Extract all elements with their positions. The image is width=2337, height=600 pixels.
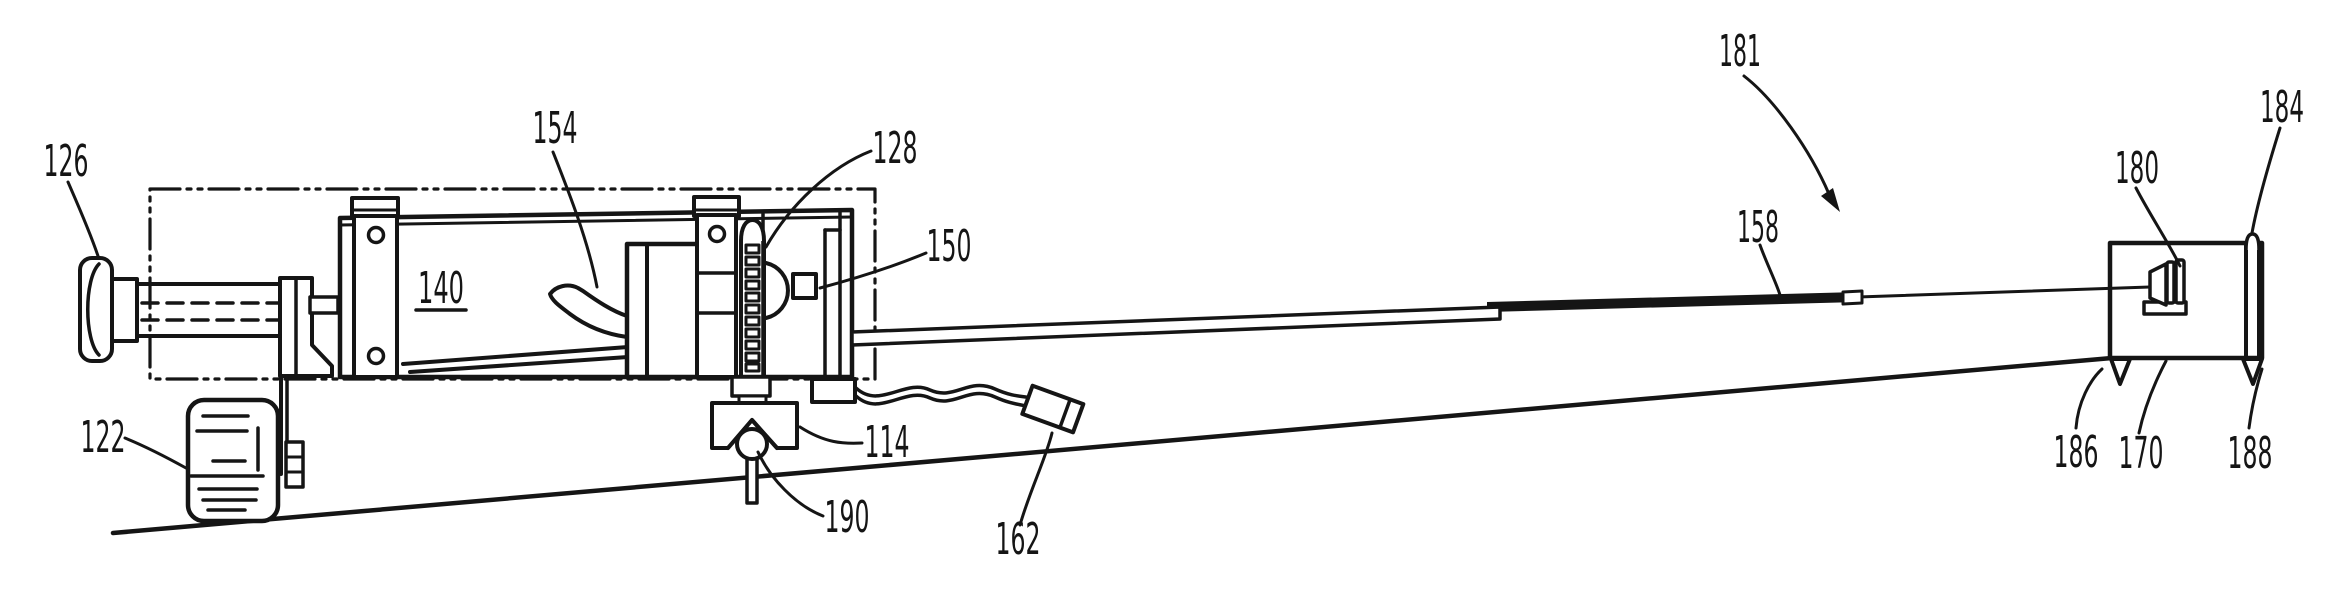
- leader-122: [123, 436, 188, 470]
- ref-label-181: 181: [1719, 26, 1761, 77]
- leader-126: [66, 180, 100, 258]
- ref-label-126: 126: [44, 136, 89, 187]
- clamp-stem-upper: [730, 375, 772, 398]
- ref-label-122: 122: [81, 412, 126, 463]
- ref-label-186: 186: [2054, 427, 2099, 478]
- knob-collar: [110, 277, 139, 343]
- screw-thread-segments: [744, 243, 761, 373]
- end-bar-tip: [2244, 232, 2261, 252]
- extension-rod-158: [850, 285, 2152, 347]
- barb-186: [2109, 357, 2132, 386]
- leader-180: [2134, 186, 2182, 268]
- ref-label-154: 154: [533, 103, 578, 154]
- rod-end-cap: [1841, 289, 1864, 306]
- leader-arrow-181: [1742, 74, 1831, 196]
- cable-connector: [1020, 383, 1086, 435]
- rod-thin-section: [1856, 285, 2152, 299]
- ref-label-158: 158: [1737, 202, 1779, 253]
- leader-162: [1018, 431, 1054, 527]
- ref-label-114: 114: [865, 417, 910, 468]
- adjustment-knob-assembly-126: [78, 256, 340, 378]
- rod-solid-section: [1487, 292, 1858, 312]
- rod-outer-tube: [850, 305, 1502, 347]
- lead-screw-128: [739, 218, 766, 379]
- leader-128: [764, 149, 873, 249]
- motor-mount-column: [279, 374, 305, 489]
- motor-122: [185, 397, 281, 524]
- screw-dome-top: [739, 218, 766, 243]
- inner-bracket-bar: [2174, 258, 2186, 305]
- leader-184: [2250, 126, 2282, 235]
- ref-label-184: 184: [2260, 82, 2304, 133]
- rod-tip-fitting-180: [2148, 262, 2168, 307]
- leader-170: [2137, 359, 2168, 435]
- cable-wire: [854, 383, 1035, 400]
- clamp-assembly-114: [710, 375, 799, 505]
- bracket-hole-bottom: [366, 346, 386, 366]
- ref-label-162: 162: [996, 514, 1041, 565]
- ref-label-150: 150: [927, 221, 972, 272]
- arrowhead-181: [1821, 188, 1840, 212]
- ref-label-188: 188: [2228, 428, 2273, 479]
- leader-158: [1758, 243, 1782, 297]
- circular-boss: [764, 261, 790, 320]
- ref-label-128: 128: [873, 123, 918, 174]
- leader-150: [818, 251, 928, 290]
- housing-140: [337, 207, 855, 380]
- left-bracket: [350, 196, 400, 379]
- knob-face-curve: [86, 262, 101, 357]
- clamp-ball: [735, 427, 769, 461]
- ground-line: [110, 355, 2115, 536]
- knob-cap: [78, 256, 114, 363]
- ref-label-180: 180: [2115, 143, 2159, 194]
- contact-pin-190: [745, 455, 759, 505]
- sensor-square-150: [791, 272, 818, 300]
- bracket-hole: [707, 224, 727, 244]
- cable-wire: [854, 391, 1032, 409]
- cable-assembly-162: [810, 377, 1086, 435]
- ref-label-190: 190: [825, 492, 870, 543]
- mount-block: [284, 440, 305, 489]
- center-bracket: [692, 195, 741, 379]
- plate-pin: [308, 295, 340, 315]
- leader-lines: [66, 74, 2282, 527]
- reference-labels: 126 154 128 150 140 122 114 190 162 181 …: [44, 26, 2305, 565]
- ref-label-170: 170: [2119, 428, 2164, 479]
- leader-186: [2074, 367, 2104, 430]
- leader-188: [2247, 367, 2264, 430]
- inner-bracket-bar: [2165, 260, 2176, 305]
- anchor-block-details: [2109, 232, 2264, 386]
- ref-label-140: 140: [418, 263, 464, 314]
- leader-190: [756, 450, 825, 518]
- leader-154: [551, 150, 599, 289]
- support-plate: [278, 276, 334, 378]
- carriage-block: [624, 241, 708, 380]
- cable-exit-block: [810, 377, 857, 404]
- bracket-hole-top: [366, 225, 386, 245]
- barb-188: [2241, 357, 2264, 386]
- leader-114: [798, 425, 864, 445]
